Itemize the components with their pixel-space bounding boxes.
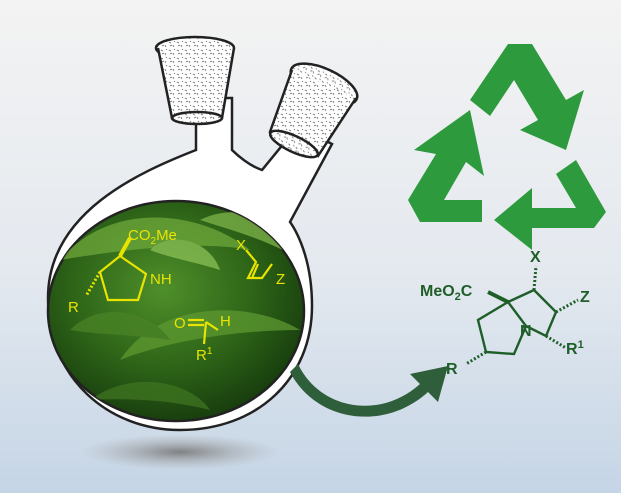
- product-ester-label: MeO2C: [420, 283, 473, 303]
- proline-ester-structure: [84, 237, 148, 302]
- proline-substituent-label: CO2Me: [128, 227, 177, 247]
- leaf-solution: [46, 199, 306, 423]
- product-z-label: Z: [580, 289, 590, 306]
- product-n-label: N: [520, 323, 532, 340]
- recycle-icon: [408, 44, 606, 250]
- alkene-z-label: Z: [276, 271, 285, 288]
- aldehyde-o-label: O: [174, 315, 186, 332]
- product-r1-label: R1: [566, 339, 584, 358]
- curved-arrow-icon: [290, 364, 448, 417]
- aldehyde-h-label: H: [220, 313, 231, 330]
- alkene-x-label: X: [236, 237, 246, 254]
- proline-nh-label: NH: [150, 271, 172, 288]
- product-structure: [465, 265, 579, 366]
- right-stopper: [268, 62, 359, 159]
- proline-r-label: R: [68, 299, 79, 316]
- flask-shadow: [80, 434, 280, 470]
- aldehyde-structure: [188, 318, 219, 345]
- product-x-label: X: [530, 249, 541, 266]
- product-r-label: R: [446, 361, 458, 378]
- aldehyde-r1-label: R1: [196, 346, 213, 364]
- alkene-structure: [245, 249, 273, 280]
- left-stopper: [154, 35, 236, 126]
